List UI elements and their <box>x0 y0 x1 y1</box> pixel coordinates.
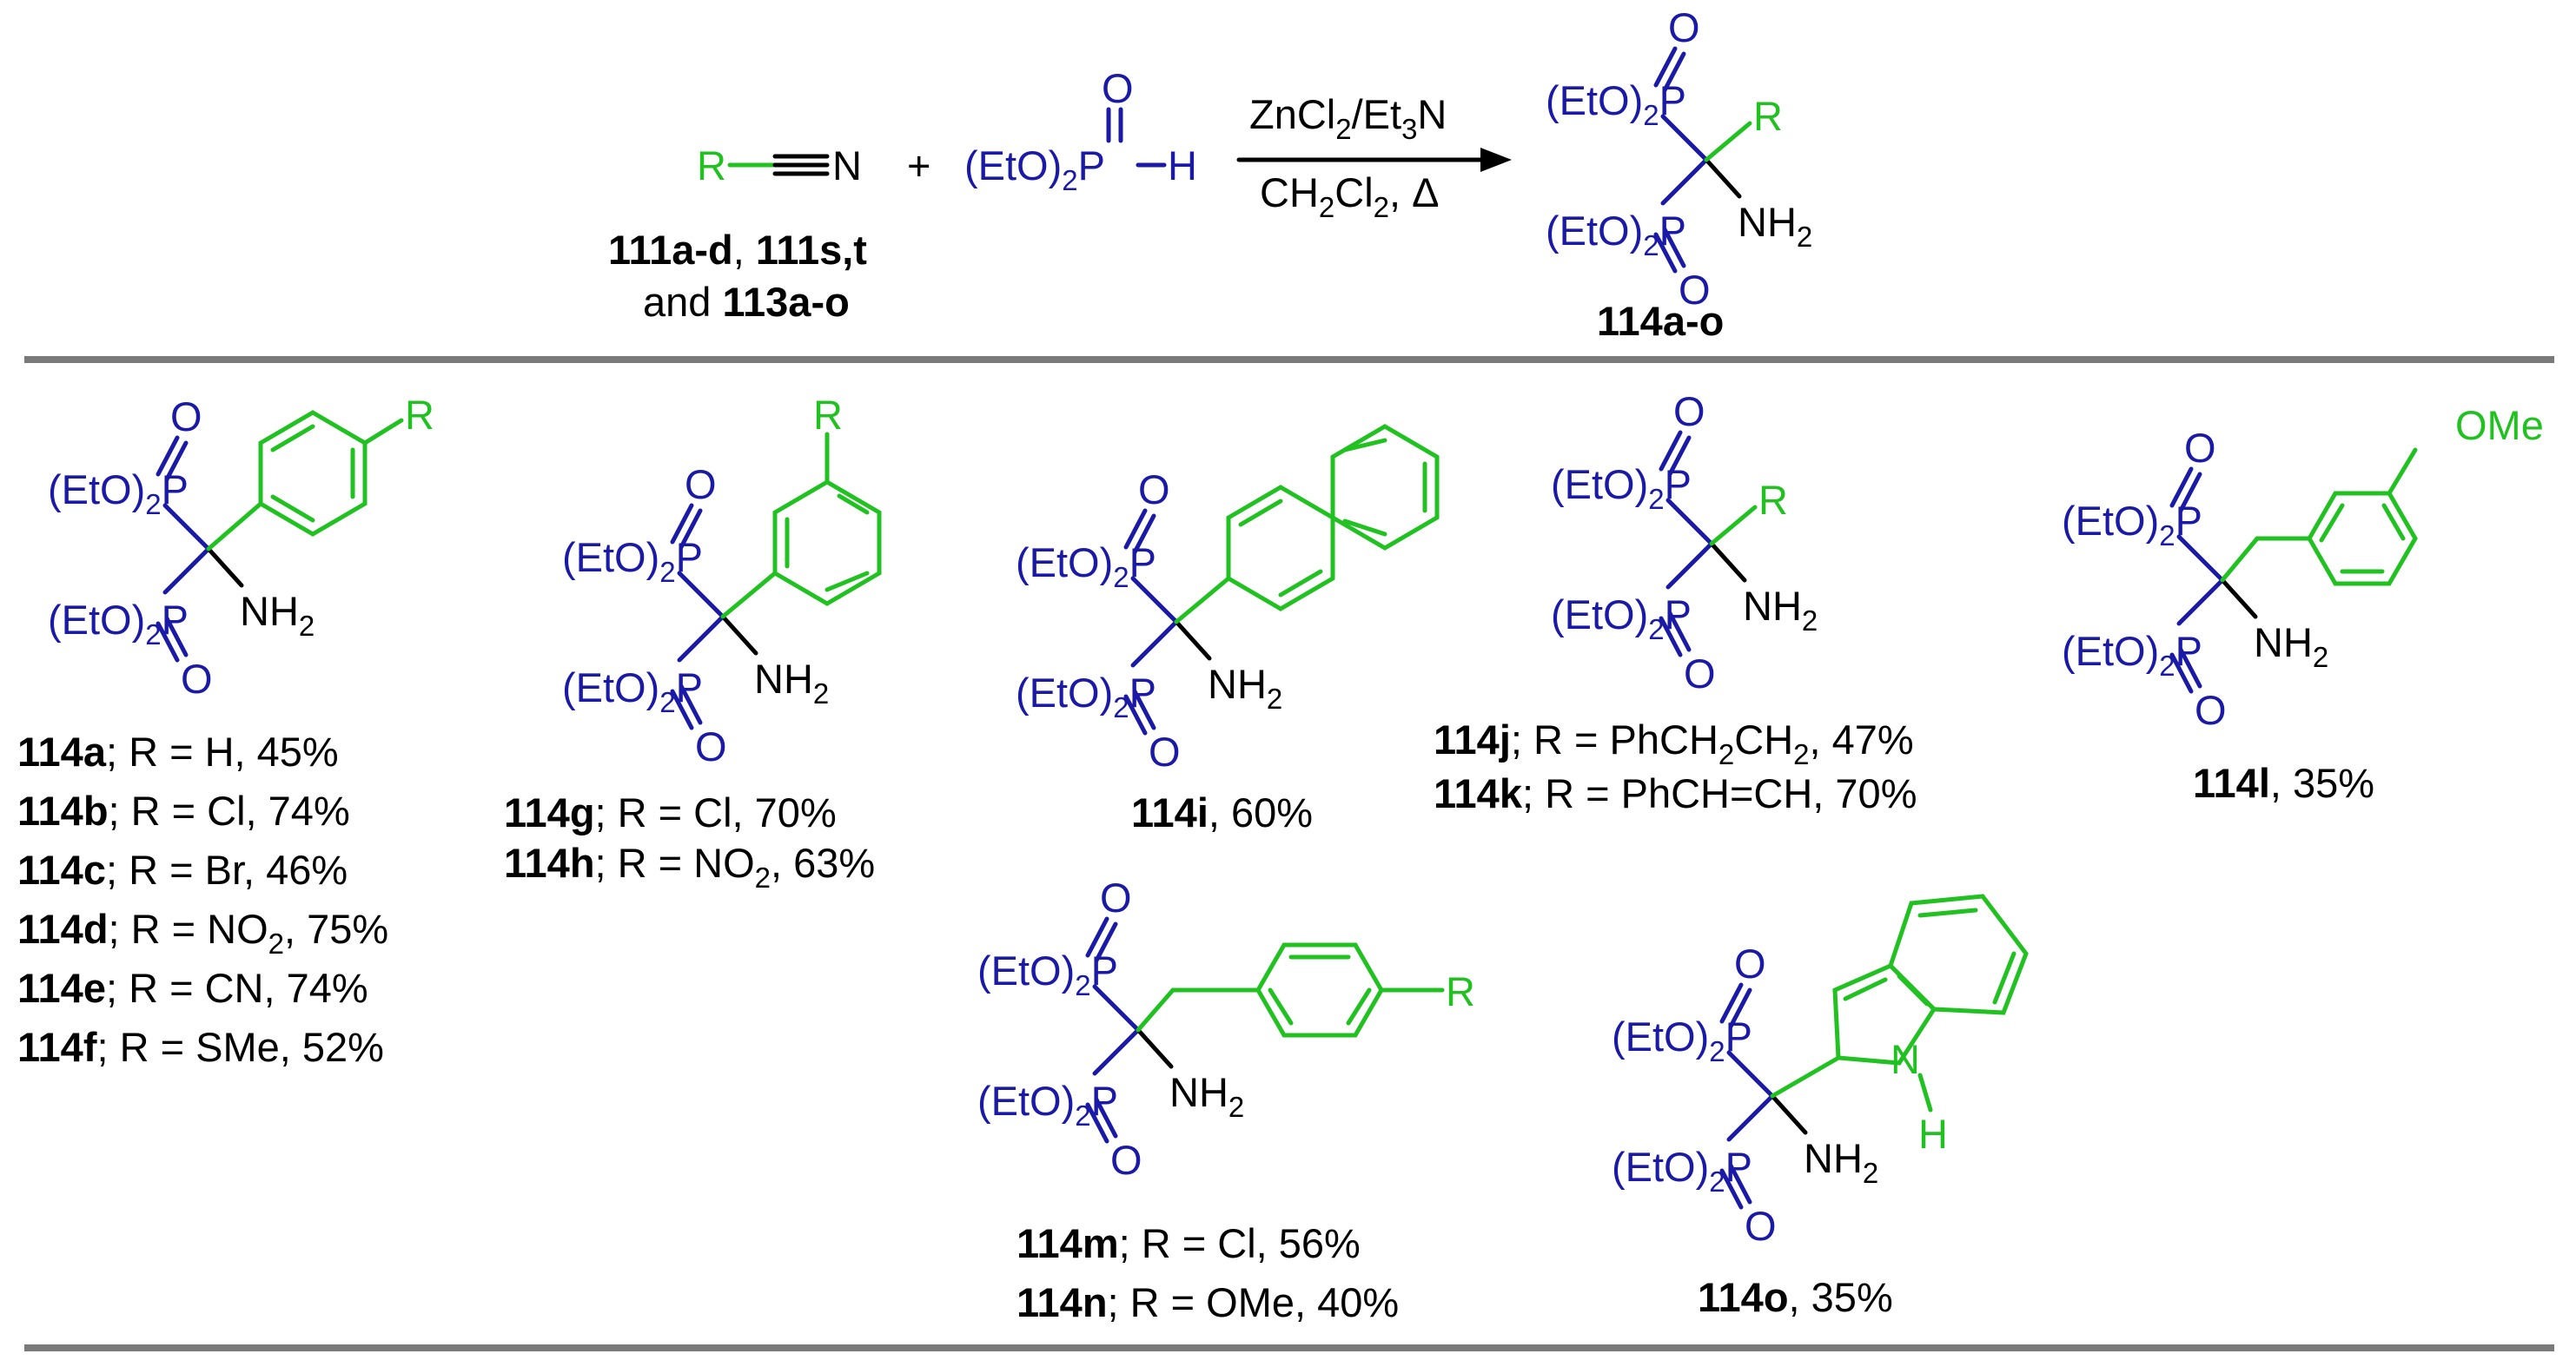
structure-114g-h: R <box>562 392 882 769</box>
label-114b: 114b; R = Cl, 74% <box>17 788 350 834</box>
structure-114l: OMe <box>2062 402 2544 733</box>
diethyl-phosphite-reactant: (EtO)2P O H <box>964 65 1197 196</box>
label-114i: 114i, 60% <box>1131 789 1313 835</box>
svg-text:R: R <box>405 392 434 438</box>
structure-114i <box>1016 424 1440 775</box>
label-114g: 114g; R = Cl, 70% <box>504 789 837 835</box>
svg-text:R: R <box>1758 477 1788 523</box>
structure-114o: N H <box>1612 894 2029 1249</box>
product-id: 114a-o <box>1597 298 1724 344</box>
svg-text:R: R <box>813 392 843 438</box>
reactant-ids-2: and 113a-o <box>643 279 850 325</box>
label-114d: 114d; R = NO2, 75% <box>17 906 388 960</box>
label-114m: 114m; R = Cl, 56% <box>1016 1220 1361 1266</box>
svg-text:H: H <box>1168 142 1197 188</box>
structure-114j-k: R <box>1551 388 1818 697</box>
indole-hydrogen: H <box>1918 1111 1948 1157</box>
svg-text:R: R <box>697 142 726 188</box>
product-114a-o: R <box>1546 4 1812 313</box>
svg-text:OMe: OMe <box>2455 402 2544 448</box>
reagent-conditions: ZnCl2/Et3N <box>1249 91 1447 145</box>
label-114l: 114l, 35% <box>2193 760 2374 806</box>
label-114n: 114n; R = OMe, 40% <box>1016 1279 1399 1325</box>
svg-text:R: R <box>1753 93 1783 139</box>
indole-nitrogen: N <box>1891 1036 1920 1082</box>
svg-text:(EtO)2P: (EtO)2P <box>964 142 1105 196</box>
structure-114a-f: R <box>48 392 434 702</box>
structure-114m-n: R <box>977 875 1475 1183</box>
solvent-conditions: CH2Cl2, Δ <box>1260 169 1440 223</box>
label-114o: 114o, 35% <box>1698 1274 1893 1320</box>
reaction-arrow <box>1236 148 1512 172</box>
nitrile-reactant: R N <box>697 142 862 188</box>
label-114h: 114h; R = NO2, 63% <box>504 840 875 894</box>
label-114a: 114a; R = H, 45% <box>17 729 339 775</box>
nitrile-nitrogen: N <box>832 142 862 188</box>
svg-text:R: R <box>1446 968 1475 1014</box>
label-114f: 114f; R = SMe, 52% <box>17 1024 384 1070</box>
label-114e: 114e; R = CN, 74% <box>17 965 368 1011</box>
label-114j: 114j; R = PhCH2CH2, 47% <box>1434 717 1914 770</box>
label-114k: 114k; R = PhCH=CH, 70% <box>1434 770 1917 816</box>
svg-text:O: O <box>1102 65 1134 111</box>
reactant-ids: 111a-d, 111s,t <box>608 227 867 273</box>
plus-sign: + <box>907 142 930 188</box>
label-114c: 114c; R = Br, 46% <box>17 847 348 893</box>
